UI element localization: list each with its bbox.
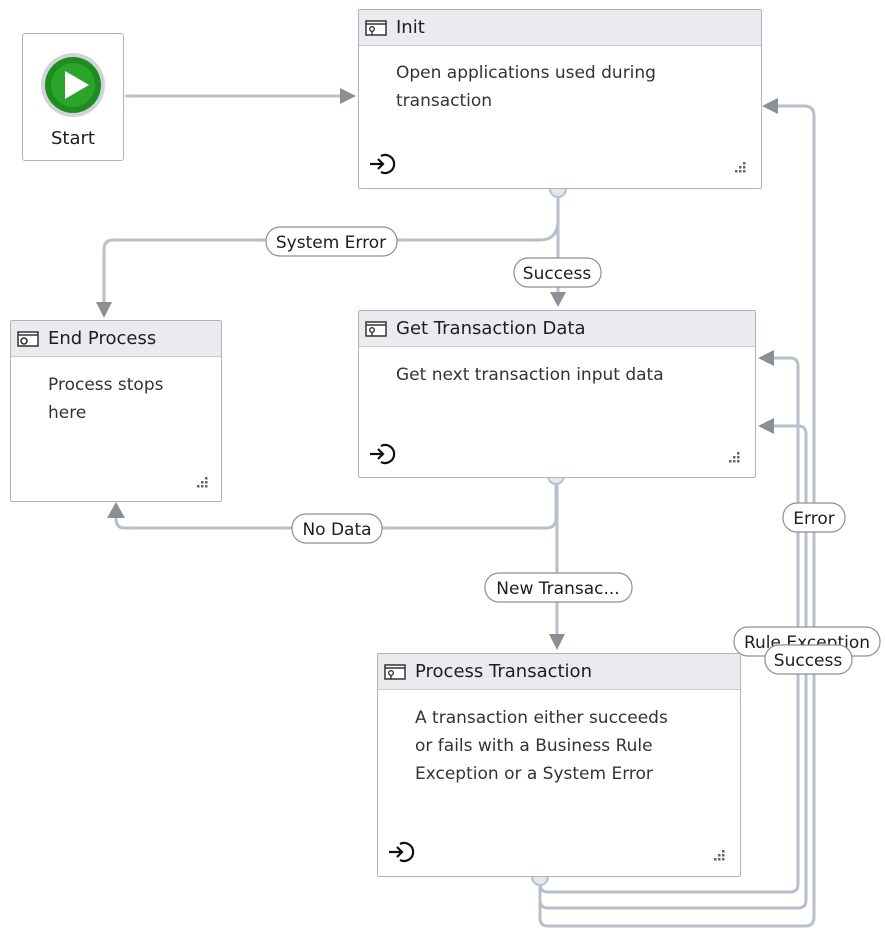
description-line: A transaction either succeeds [415,708,668,728]
transition-text: Error [793,509,834,529]
connector-rule-exception[interactable] [538,418,808,910]
description-line: here [48,403,87,423]
description-line: or fails with a Business Rule [415,736,653,756]
state-type-icon [365,320,387,337]
transition-label-no-data[interactable]: No Data [291,513,383,544]
connector-start-init[interactable] [125,88,356,104]
entry-icon[interactable] [387,839,417,865]
transition-label-new-transaction[interactable]: New Transac... [484,572,633,603]
final-state-icon [17,330,39,347]
state-get-transaction-data[interactable]: Get Transaction Data Get next transactio… [358,310,756,478]
entry-icon[interactable] [368,441,398,467]
state-title: Init [396,17,425,38]
transition-text: Success [774,651,843,671]
resize-grip-icon[interactable] [732,160,748,176]
start-label: Start [51,128,95,149]
transition-label-system-error[interactable]: System Error [265,226,398,257]
connector-success-loop[interactable] [538,350,800,894]
description-line: Process stops [48,375,164,395]
state-header[interactable]: Process Transaction [378,654,740,690]
connector-init-success[interactable] [550,189,566,307]
state-description: Process stops here [48,371,163,427]
transition-label-success-process[interactable]: Success [764,644,853,675]
transition-label-error[interactable]: Error [782,502,846,533]
state-description: A transaction either succeeds or fails w… [415,704,668,788]
resize-grip-icon[interactable] [711,848,727,864]
resize-grip-icon[interactable] [726,450,742,466]
state-description: Get next transaction input data [396,361,664,389]
state-type-icon [384,663,406,680]
state-header[interactable]: Get Transaction Data [359,311,755,347]
state-description: Open applications used during transactio… [396,59,656,115]
transition-text: System Error [276,233,386,253]
state-end-process[interactable]: End Process Process stops here [10,320,222,502]
state-title: End Process [48,328,157,349]
description-line: Get next transaction input data [396,365,664,385]
play-icon [41,53,105,117]
connector-system-error[interactable] [96,219,560,318]
transition-text: No Data [302,520,371,540]
description-line: Open applications used during [396,63,656,83]
transition-text: New Transac... [496,579,619,599]
resize-grip-icon[interactable] [194,475,210,491]
state-init[interactable]: Init Open applications used during trans… [358,9,762,189]
start-node[interactable]: Start [22,33,124,161]
state-type-icon [365,19,387,36]
state-header[interactable]: Init [359,10,761,46]
transition-text: Success [523,264,592,284]
state-process-transaction[interactable]: Process Transaction A transaction either… [377,653,741,877]
transition-label-success-init[interactable]: Success [513,257,602,288]
state-header[interactable]: End Process [11,321,221,357]
entry-icon[interactable] [368,151,398,177]
state-title: Get Transaction Data [396,318,586,339]
description-line: Exception or a System Error [415,764,653,784]
connector-new-transaction[interactable] [549,476,565,650]
connector-error[interactable] [538,98,816,928]
description-line: transaction [396,91,493,111]
state-title: Process Transaction [415,661,592,682]
